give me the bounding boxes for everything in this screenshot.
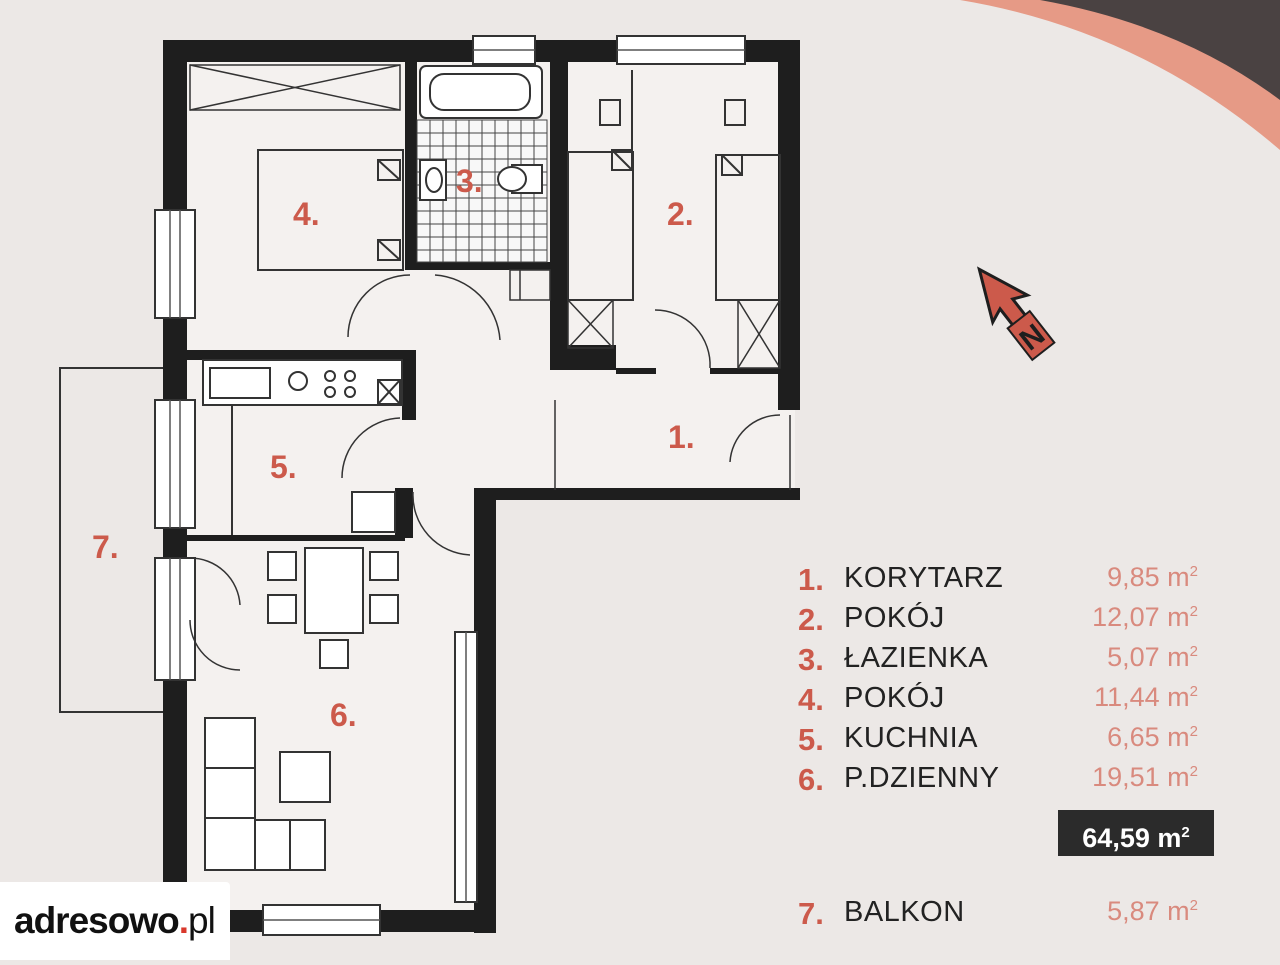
plan-label-5: 5.	[270, 449, 297, 485]
bed-room-4	[257, 149, 404, 271]
wardrobe-room-4	[189, 64, 401, 111]
plan-label-4: 4.	[293, 196, 320, 232]
total-area-badge: 64,59 m2	[1058, 810, 1214, 856]
legend-number: 4.	[798, 682, 824, 717]
legend-row-balcony: 7. BALKON 5,87 m2	[798, 892, 1228, 931]
legend-area: 19,51 m2	[1092, 762, 1198, 792]
legend-area: 5,87 m2	[1107, 896, 1198, 926]
legend-area: 12,07 m2	[1092, 602, 1198, 632]
legend-row-2: 2. POKÓJ 12,07 m2	[798, 598, 1228, 637]
plan-label-6: 6.	[330, 697, 357, 733]
interior-walls	[185, 60, 780, 541]
watermark: adresowo.pl	[0, 882, 230, 960]
legend-number: 1.	[798, 562, 824, 597]
legend-number: 6.	[798, 762, 824, 797]
door-swings	[189, 274, 791, 671]
compass-north-icon: N	[976, 266, 1056, 362]
wardrobes-room-2	[567, 299, 781, 369]
plan-label-7: 7.	[92, 529, 119, 565]
sink-and-toilet	[419, 159, 543, 201]
legend-room-name: POKÓJ	[844, 602, 945, 634]
legend-room-name: KUCHNIA	[844, 722, 979, 754]
window-glass-lines	[169, 49, 745, 921]
dining-set	[267, 547, 399, 669]
sofa	[204, 717, 331, 871]
legend-area: 9,85 m2	[1107, 562, 1198, 592]
legend-number: 3.	[798, 642, 824, 677]
plan-label-2: 2.	[667, 196, 694, 232]
kitchen-counter	[202, 359, 403, 535]
legend-area: 5,07 m2	[1107, 642, 1198, 672]
legend-number: 7.	[798, 896, 824, 931]
legend-room-name: ŁAZIENKA	[844, 642, 989, 674]
legend-row-3: 3. ŁAZIENKA 5,07 m2	[798, 638, 1228, 677]
legend-row-6: 6. P.DZIENNY 19,51 m2	[798, 758, 1228, 797]
decorative-arc-inner	[1040, 0, 1280, 100]
legend-number: 2.	[798, 602, 824, 637]
legend-room-name: BALKON	[844, 896, 965, 928]
plan-label-1: 1.	[668, 419, 695, 455]
watermark-logo: adresowo.pl	[14, 900, 216, 941]
legend-area: 11,44 m2	[1094, 682, 1198, 712]
legend-row-1: 1. KORYTARZ 9,85 m2	[798, 558, 1228, 597]
legend-area: 6,65 m2	[1107, 722, 1198, 752]
legend-number: 5.	[798, 722, 824, 757]
utility-box	[509, 269, 551, 301]
plan-label-3: 3.	[456, 163, 483, 199]
legend-room-name: POKÓJ	[844, 682, 945, 714]
legend-row-4: 4. POKÓJ 11,44 m2	[798, 678, 1228, 717]
legend-room-name: P.DZIENNY	[844, 762, 1000, 794]
legend-room-name: KORYTARZ	[844, 562, 1004, 594]
legend-row-5: 5. KUCHNIA 6,65 m2	[798, 718, 1228, 757]
bathtub	[419, 65, 543, 119]
